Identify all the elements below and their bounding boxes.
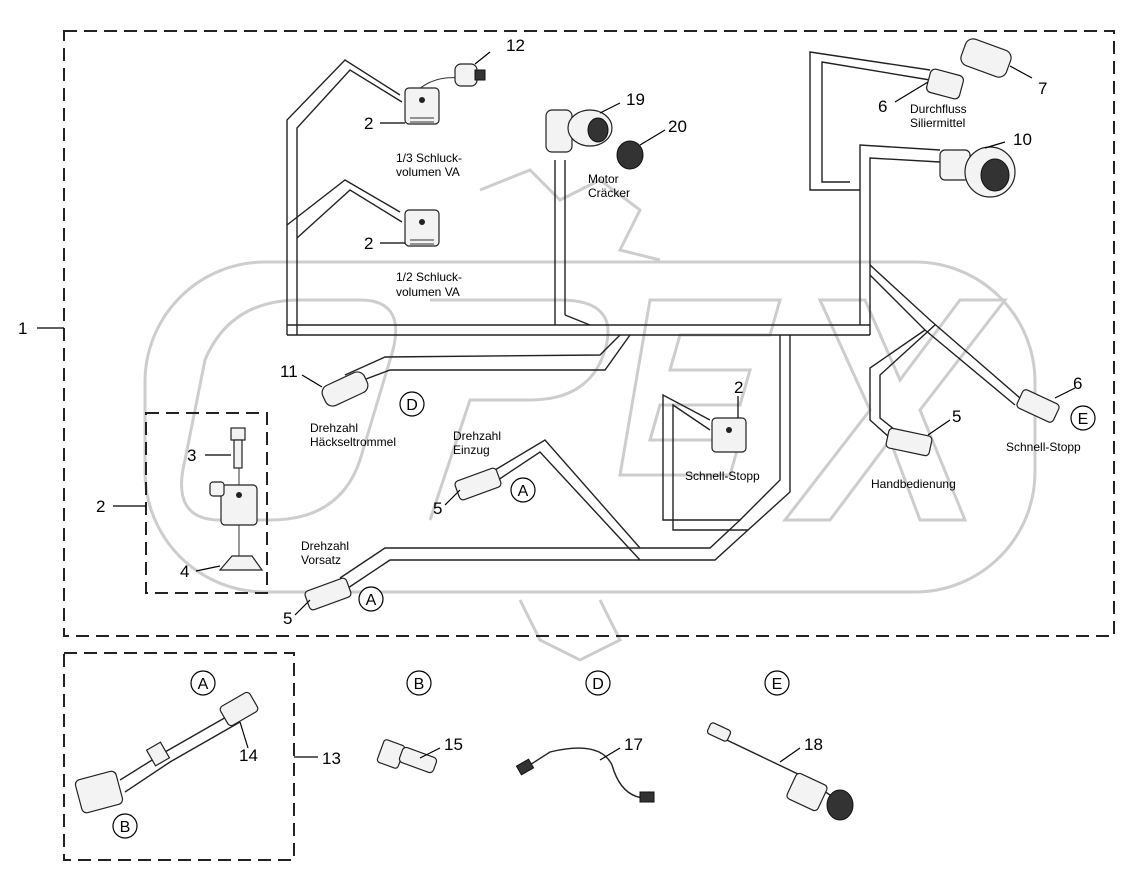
adapter-cable-frame — [63, 652, 295, 861]
label-vorsatz-line2: Vorsatz — [301, 553, 341, 567]
cap-20-icon — [616, 140, 644, 170]
solenoid-valve-12-icon — [404, 209, 440, 247]
label-schluck13-line2: volumen VA — [396, 165, 460, 179]
svg-text:E: E — [1078, 411, 1089, 428]
part-number-2a: 2 — [364, 114, 373, 133]
part-number-19: 19 — [626, 90, 645, 109]
screw-3-icon — [230, 427, 246, 469]
svg-text:B: B — [414, 676, 425, 693]
label-schnellstopp-right: Schnell-Stopp — [1006, 440, 1081, 454]
label-haecksel-line1: Drehzahl — [310, 421, 358, 435]
callout-a-einzug: A — [510, 477, 536, 503]
svg-text:B: B — [120, 819, 131, 836]
adapter-cable-14-icon — [74, 691, 259, 814]
solenoid-valve-13-icon — [404, 87, 440, 125]
connector-11-icon — [321, 371, 369, 407]
part-number-18: 18 — [804, 735, 823, 754]
part-number-5b: 5 — [433, 499, 442, 518]
elbow-connector-19-icon — [545, 109, 613, 153]
harness-assembly-frame — [63, 30, 1115, 637]
label-haecksel-line2: Häckseltrommel — [310, 435, 396, 449]
label-schluck12-line1: 1/2 Schluck- — [396, 270, 462, 284]
wire-labels: 1/3 Schluck- volumen VA 1/2 Schluck- vol… — [301, 102, 1081, 567]
callout-e-main: E — [1070, 405, 1096, 431]
part-number-6b: 6 — [1073, 374, 1082, 393]
callout-d-legend: D — [585, 670, 611, 696]
label-durchfluss-line2: Siliermittel — [910, 116, 965, 130]
part-number-12: 12 — [506, 36, 525, 55]
label-vorsatz-line1: Drehzahl — [301, 539, 349, 553]
part-number-5c: 5 — [283, 609, 292, 628]
part-number-1: 1 — [18, 319, 27, 338]
connector-5-einzug-icon — [454, 467, 502, 501]
connector-7-icon — [960, 38, 1012, 78]
part-number-13: 13 — [322, 749, 341, 768]
part-numbers: 1 2 2 2 2 3 4 5 5 5 6 6 7 10 11 12 13 14… — [18, 36, 1082, 768]
callout-e-legend: E — [764, 670, 790, 696]
part-number-5a: 5 — [952, 407, 961, 426]
main-harness-trunk — [286, 51, 1021, 591]
svg-text:A: A — [366, 592, 377, 609]
label-durchfluss-line1: Durchfluss — [910, 102, 967, 116]
gasket-4-icon — [218, 555, 264, 571]
part-number-15: 15 — [444, 735, 463, 754]
connector-6-schnellstopp-icon — [1016, 389, 1060, 423]
switch-cable-18-icon — [706, 722, 854, 821]
part-number-17: 17 — [624, 735, 643, 754]
svg-text:D: D — [406, 397, 418, 414]
part-number-2b: 2 — [364, 234, 373, 253]
part-number-14: 14 — [239, 746, 258, 765]
part-number-6a: 6 — [878, 97, 887, 116]
round-connector-10-icon — [939, 146, 1016, 198]
sensor-kit-frame — [145, 412, 268, 594]
solenoid-valve-schnellstopp-icon — [711, 417, 747, 453]
part-number-3: 3 — [187, 446, 196, 465]
part-number-7: 7 — [1038, 79, 1047, 98]
plug-12-icon — [454, 63, 486, 87]
callout-d-main: D — [399, 391, 425, 417]
label-handbedienung: Handbedienung — [871, 477, 956, 491]
label-schluck13-line1: 1/3 Schluck- — [396, 151, 462, 165]
label-motor-line1: Motor — [588, 172, 619, 186]
connector-6-top-icon — [925, 68, 965, 100]
connector-5-vorsatz-icon — [304, 577, 352, 611]
cable-17-icon — [515, 747, 655, 803]
svg-text:E: E — [772, 676, 783, 693]
svg-text:A: A — [198, 676, 209, 693]
label-einzug-line1: Drehzahl — [453, 429, 501, 443]
label-einzug-line2: Einzug — [453, 443, 490, 457]
callout-circles: D A A E A B B D — [112, 391, 1096, 839]
svg-text:A: A — [518, 483, 529, 500]
svg-text:D: D — [592, 676, 604, 693]
watermark-logo — [143, 168, 1037, 662]
connector-5-handbedienung-icon — [885, 427, 933, 457]
label-schnellstopp-mid: Schnell-Stopp — [685, 469, 760, 483]
callout-b-legend: B — [406, 670, 432, 696]
part-number-4: 4 — [180, 562, 189, 581]
bolt-15-icon — [376, 739, 438, 774]
part-number-2d: 2 — [96, 497, 105, 516]
valve-connector-2-icon — [209, 481, 258, 526]
part-number-10: 10 — [1013, 130, 1032, 149]
callout-a-vorsatz: A — [358, 586, 384, 612]
label-schluck12-line2: volumen VA — [396, 285, 460, 299]
label-motor-line2: Cräcker — [588, 186, 630, 200]
part-number-2c: 2 — [734, 378, 743, 397]
part-number-20: 20 — [668, 117, 687, 136]
leader-lines — [37, 51, 1076, 763]
callout-a-legend: A — [190, 670, 216, 696]
part-number-11: 11 — [280, 362, 298, 381]
callout-b-adapter: B — [112, 813, 138, 839]
